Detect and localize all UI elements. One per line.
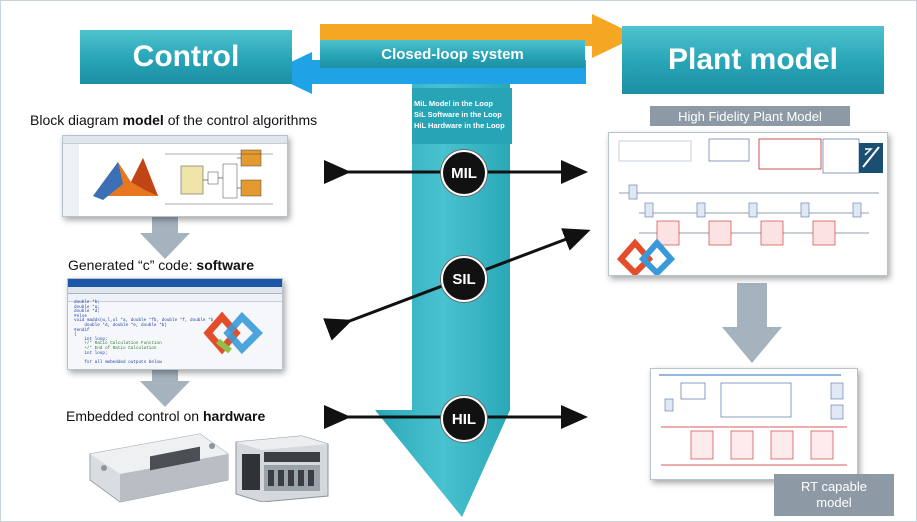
code-line: double *d;: [74, 309, 100, 315]
down-arrow-1: [140, 205, 190, 259]
code-line: for all embedded outputs below: [74, 359, 162, 365]
code-line: int loop;: [74, 336, 108, 342]
code-line: +/* Ratio Calculation Function: [74, 341, 162, 347]
code-line: int loop;: [74, 350, 108, 356]
sil-badge: SIL: [441, 256, 487, 302]
code-line: double *a;: [74, 304, 100, 310]
closed-loop-label: Closed-loop system: [320, 40, 585, 68]
code-line: double *d, double *e, double *b): [74, 322, 167, 328]
mil-badge: MIL: [441, 150, 487, 196]
code-line: #else: [74, 313, 87, 319]
legend-hil: HiL Hardware in the Loop: [414, 121, 505, 130]
software-label: Generated “c” code: software: [68, 257, 254, 273]
hardware-label: Embedded control on hardware: [66, 408, 266, 424]
hil-badge: HIL: [441, 396, 487, 442]
hil-rack-image: [235, 435, 329, 502]
rt-capable-line1: RT capable: [800, 479, 867, 494]
forward-orange-arrow: [320, 14, 638, 58]
plant-model-title: Plant model: [622, 26, 884, 94]
code-logo-icon: [203, 311, 263, 355]
rt-capable-label: RT capable model: [774, 474, 894, 516]
rt-plant-thumbnail: [650, 368, 858, 480]
high-fidelity-plant-thumbnail: [608, 132, 888, 276]
code-line: +/* End of Ratio Calculation: [74, 345, 157, 351]
high-fidelity-label: High Fidelity Plant Model: [650, 106, 850, 126]
loop-legend-box: [412, 88, 512, 144]
model-label: Block diagram model of the control algor…: [30, 112, 318, 128]
simulink-model-thumbnail: [62, 135, 288, 217]
control-title: Control: [80, 30, 292, 84]
code-line: {: [74, 332, 77, 338]
code-line: [74, 365, 213, 369]
legend-sil: SiL Software in the Loop: [414, 110, 502, 119]
code-line: #endif: [74, 327, 90, 333]
legend-mil: MiL Model in the Loop: [414, 99, 494, 108]
rt-capable-line2: model: [816, 495, 852, 510]
down-arrow-right: [722, 283, 782, 363]
code-line: void madds(w,l,ul *a, double *fb, double…: [74, 318, 214, 324]
code-line: double *b;: [74, 300, 100, 305]
ecu-hardware-image: [89, 433, 229, 503]
